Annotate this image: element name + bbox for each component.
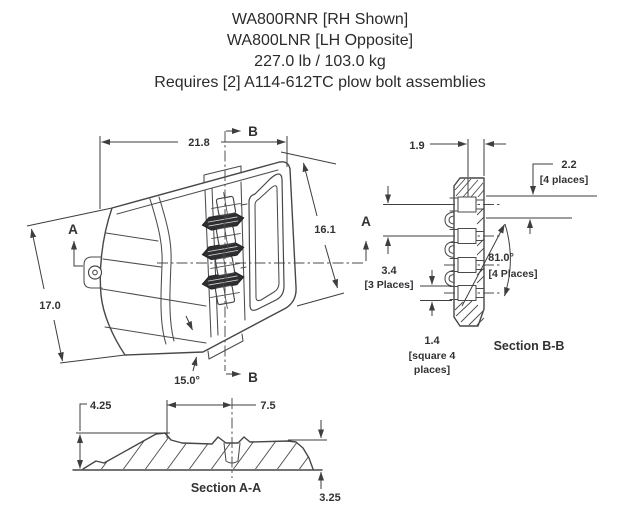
- title-model-lh: WA800LNR [LH Opposite]: [226, 32, 414, 49]
- dim-right-label: 16.1: [314, 224, 335, 236]
- dim-tab-note: [4 places]: [540, 174, 588, 186]
- plow-bolt-section: [444, 196, 500, 213]
- leader-line: [532, 163, 553, 180]
- top-chamfer-line: [116, 169, 279, 215]
- dim-square-note1: [square 4: [409, 350, 456, 362]
- plow-bolt-section: [444, 256, 500, 274]
- wear-tooth-bar: [201, 271, 245, 290]
- nose-neck-line: [149, 198, 167, 345]
- wear-tooth-bar: [201, 241, 245, 261]
- title-block: WA800RNR [RH Shown] WA800LNR [LH Opposit…: [0, 9, 640, 93]
- connector-line: [240, 266, 247, 269]
- dim-width-aa-label: 7.5: [260, 400, 275, 412]
- dim-angle-bb-note: [4 Places]: [488, 268, 537, 280]
- title-requirements: Requires [2] A114-612TC plow bolt assemb…: [154, 74, 486, 91]
- bolt-hole-square: [211, 222, 241, 250]
- angle-arrow: [185, 315, 193, 331]
- bolt-hole-square: [210, 252, 240, 280]
- section-b-marker: B: [248, 124, 258, 139]
- plow-bolt-section: [444, 227, 500, 245]
- dim-left-height-label: 4.25: [90, 400, 111, 412]
- ext-line: [59, 354, 126, 364]
- boss-hole-center: [92, 269, 98, 276]
- angle-line: [461, 224, 505, 307]
- dim-tab-label: 2.2: [561, 159, 576, 171]
- dim-right-height-label: 3.25: [319, 492, 340, 504]
- cutout-inner-wall: [254, 185, 280, 302]
- dim-line: [302, 162, 318, 217]
- dim-square-label: 1.4: [424, 335, 440, 347]
- band-edge-line: [240, 181, 246, 321]
- dim-width-label: 21.8: [188, 137, 209, 149]
- dim-pitch-note: [3 Places]: [364, 279, 413, 291]
- hatch-right-strip: [476, 207, 485, 284]
- ext-line: [26, 207, 113, 227]
- section-bb-label: Section B-B: [494, 339, 565, 353]
- section-a-marker: A: [361, 214, 371, 229]
- nose-contour: [102, 258, 162, 268]
- dim-thickness-label: 1.9: [409, 140, 424, 152]
- bolt-hole-square: [211, 192, 241, 220]
- boss-tab: [83, 256, 103, 289]
- section-b-marker: B: [248, 370, 258, 385]
- hatch-top: [454, 178, 485, 198]
- band-bevel-line: [204, 189, 212, 338]
- band-top-tab: [203, 165, 242, 184]
- title-model-rh: WA800RNR [RH Shown]: [231, 11, 409, 28]
- wear-tooth-bar: [201, 212, 245, 231]
- section-aa-view: 4.25 7.5 3.25 Section A-A: [72, 398, 341, 504]
- leader-line: [79, 403, 87, 431]
- section-aa-label: Section A-A: [191, 481, 261, 495]
- angle-arc: [504, 223, 511, 297]
- dim-pitch-label: 3.4: [381, 265, 397, 277]
- section-bb-view: 1.9 2.2 [4 places] 3.4 [3 Places] 1.4 [s…: [364, 139, 597, 376]
- section-a-arrow-foot: [73, 262, 83, 267]
- ext-line: [280, 151, 337, 165]
- section-a-marker: A: [68, 222, 78, 237]
- dim-angle-label: 15.0°: [174, 375, 200, 387]
- front-view: 21.8 17.0 16.1 15.0° A A B B: [26, 124, 371, 387]
- ext-line: [296, 292, 345, 307]
- nose-contour: [105, 232, 159, 242]
- section-aa-outline: [82, 432, 314, 470]
- dim-angle-bb-label: 81.0°: [488, 252, 514, 264]
- dim-line: [324, 244, 339, 289]
- hatch-bottom: [454, 300, 485, 326]
- dim-square-note2: places]: [414, 364, 450, 376]
- nose-contour: [104, 326, 207, 344]
- angle-arrow: [191, 356, 198, 372]
- boss-hole: [87, 265, 103, 280]
- dim-line: [53, 319, 64, 362]
- hatch-aa: [83, 433, 313, 469]
- dim-height-label: 17.0: [39, 300, 60, 312]
- adapter-outline: [99, 161, 297, 356]
- section-bb-body: [453, 177, 485, 327]
- cutout-outline: [248, 173, 285, 311]
- nose-contour: [101, 288, 207, 307]
- dim-line: [30, 228, 45, 290]
- plow-bolt-section: [444, 284, 500, 302]
- band-bottom-tab: [207, 333, 244, 360]
- title-weight: 227.0 lb / 103.0 kg: [254, 53, 386, 70]
- connector-line: [240, 203, 248, 206]
- tooth-profile: [444, 211, 455, 288]
